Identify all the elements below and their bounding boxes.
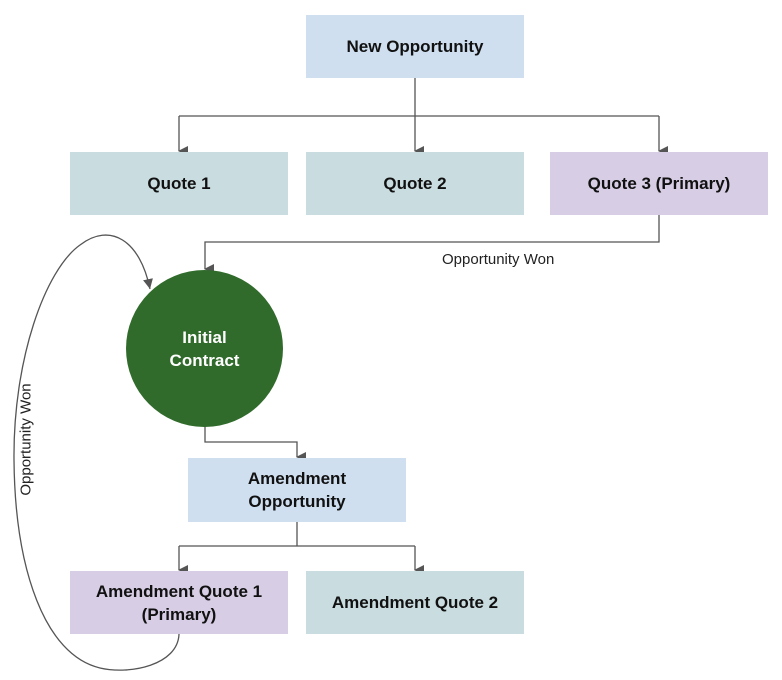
- node-quote-2: Quote 2: [306, 152, 524, 215]
- node-label-line-2: (Primary): [141, 604, 217, 624]
- node-amendment-quote-2: Amendment Quote 2: [306, 571, 524, 634]
- edge-quote-3-to-contract: [204, 215, 660, 274]
- edge-contract-to-amendment: [204, 426, 306, 462]
- node-label: Amendment Quote 2: [331, 593, 499, 612]
- node-label-line-1: Amendment: [247, 469, 347, 488]
- edge-amendment-loop: [13, 234, 180, 671]
- node-label-line-2: Contract: [169, 350, 240, 370]
- node-label-line-1: Amendment Quote 1: [95, 581, 263, 601]
- node-label: Quote 3 (Primary): [587, 174, 731, 193]
- node-initial-contract: Initial Contract: [126, 270, 283, 427]
- node-quote-3-primary: Quote 3 (Primary): [550, 152, 768, 215]
- edge-label-opportunity-won-loop: Opportunity Won: [17, 383, 35, 496]
- node-label-line-2: Opportunity: [248, 492, 346, 511]
- node-amendment-quote-1-primary: Amendment Quote 1 (Primary): [70, 571, 288, 634]
- node-new-opportunity: New Opportunity: [306, 15, 524, 78]
- node-label: Quote 1: [147, 174, 211, 193]
- node-label: Quote 2: [383, 174, 447, 193]
- edge-label-opportunity-won: Opportunity Won: [442, 251, 555, 268]
- node-quote-1: Quote 1: [70, 152, 288, 215]
- node-amendment-opportunity: Amendment Opportunity: [188, 458, 406, 522]
- node-label: New Opportunity: [346, 37, 484, 56]
- node-label-line-1: Initial: [182, 327, 227, 347]
